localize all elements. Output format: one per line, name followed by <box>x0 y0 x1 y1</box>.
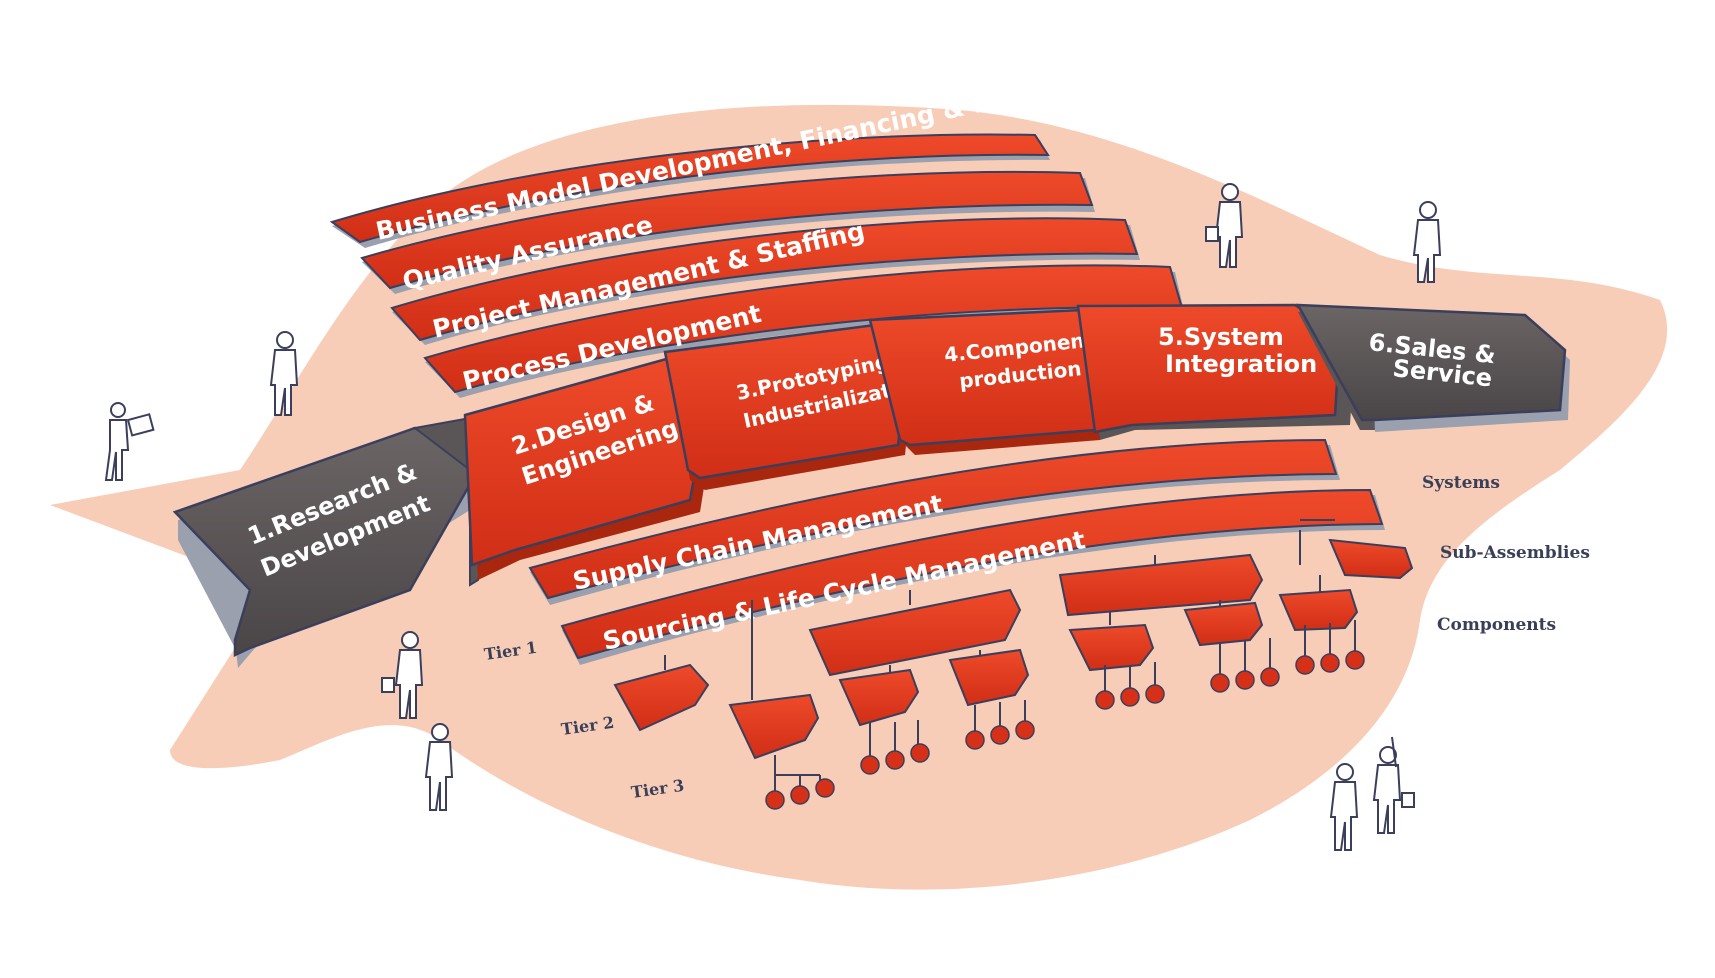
person-figure <box>1205 183 1244 268</box>
component-node <box>990 725 1010 745</box>
stage-line2: Integration <box>1165 350 1317 378</box>
stage-line1: 5.System <box>1158 323 1284 351</box>
subassembly-block <box>808 588 1022 677</box>
component-block <box>613 663 710 732</box>
component-node <box>815 778 835 798</box>
stage-research-development: 1.Research & Development <box>172 426 480 668</box>
component-node <box>965 730 985 750</box>
component-block <box>948 648 1030 707</box>
component-node <box>885 750 905 770</box>
level-label-subassemblies: Sub-Assemblies <box>1440 543 1590 563</box>
component-tree <box>613 519 1414 795</box>
tier3-nodes <box>765 650 1365 810</box>
person-figure <box>1329 763 1359 851</box>
people-figures <box>104 183 1442 851</box>
person-figure <box>269 331 299 416</box>
component-node <box>910 743 930 763</box>
component-node <box>1320 653 1340 673</box>
subassembly-block <box>1328 538 1414 580</box>
stage-design-engineering: 2.Design & Engineering <box>412 356 720 587</box>
value-chain-stages: 1.Research & Development 2.Design & Engi… <box>172 303 1570 668</box>
component-node <box>1120 687 1140 707</box>
component-block <box>838 668 920 727</box>
component-node <box>765 790 785 810</box>
component-node <box>790 785 810 805</box>
subassembly-block <box>1058 553 1264 617</box>
component-node <box>1095 690 1115 710</box>
person-figure <box>381 631 424 719</box>
component-block <box>728 693 820 760</box>
component-block <box>1068 623 1155 672</box>
component-node <box>1015 720 1035 740</box>
component-node <box>1145 684 1165 704</box>
stage-prototyping: 3.Prototyping & Industrialization <box>663 323 927 490</box>
person-figure <box>1412 201 1442 283</box>
component-block <box>1183 601 1264 647</box>
level-label-components: Components <box>1437 615 1556 635</box>
component-node <box>1295 655 1315 675</box>
component-node <box>1345 650 1365 670</box>
component-node <box>1235 670 1255 690</box>
component-node <box>1210 673 1230 693</box>
person-figure <box>1372 736 1415 834</box>
person-figure <box>424 723 454 811</box>
stage-system-integration: 5.System Integration <box>1076 303 1355 440</box>
level-label-systems: Systems <box>1422 473 1500 493</box>
component-node <box>1260 667 1280 687</box>
stage-component-production: 4.Component production <box>868 308 1110 455</box>
component-node <box>860 755 880 775</box>
component-block <box>1278 588 1359 632</box>
person-figure <box>104 402 155 481</box>
stage-sales-service: 6.Sales & Service <box>1295 303 1570 432</box>
